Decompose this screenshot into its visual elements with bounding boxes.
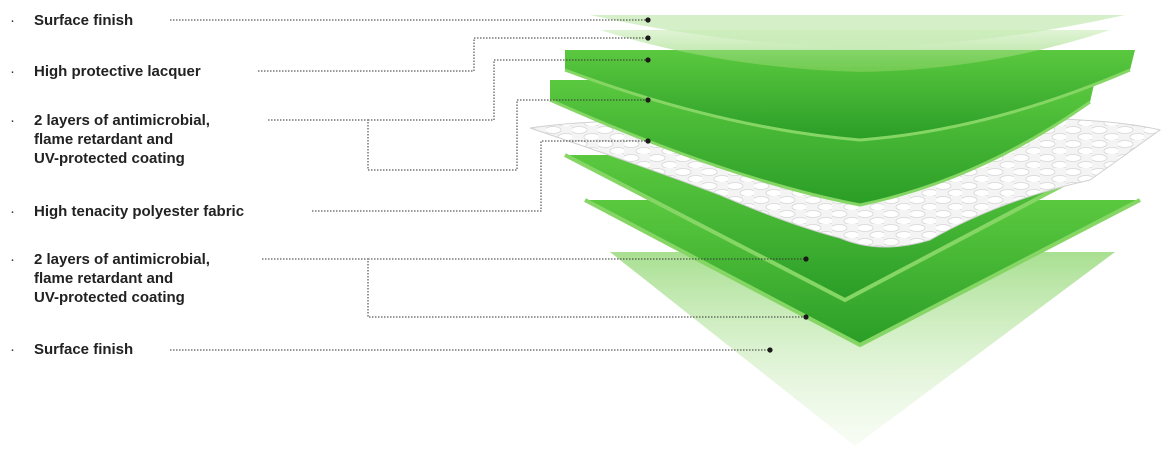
- layer-surface-finish-bottom: [610, 252, 1115, 446]
- bullet-icon: ·: [10, 251, 15, 268]
- label-surface-finish-bottom: Surface finish: [34, 341, 134, 358]
- label-polyester-fabric: High tenacity polyester fabric: [34, 203, 245, 220]
- bullet-icon: ·: [10, 12, 15, 29]
- layer-surface-finish-top: [590, 15, 1125, 48]
- label-high-protective-lacquer: High protective lacquer: [34, 63, 201, 80]
- label-surface-finish-top: Surface finish: [34, 12, 134, 29]
- bullet-icon: ·: [10, 63, 15, 80]
- leader-dots: [645, 17, 809, 353]
- bullet-icon: ·: [10, 203, 15, 220]
- leader-lines: [170, 19, 806, 351]
- bullet-icon: ·: [10, 112, 15, 129]
- bullet-icon: ·: [10, 341, 15, 358]
- label-coating-upper: 2 layers of antimicrobial, flame retarda…: [34, 112, 210, 167]
- layer-protective-lacquer: [600, 30, 1110, 72]
- label-coating-lower: 2 layers of antimicrobial, flame retarda…: [34, 251, 210, 306]
